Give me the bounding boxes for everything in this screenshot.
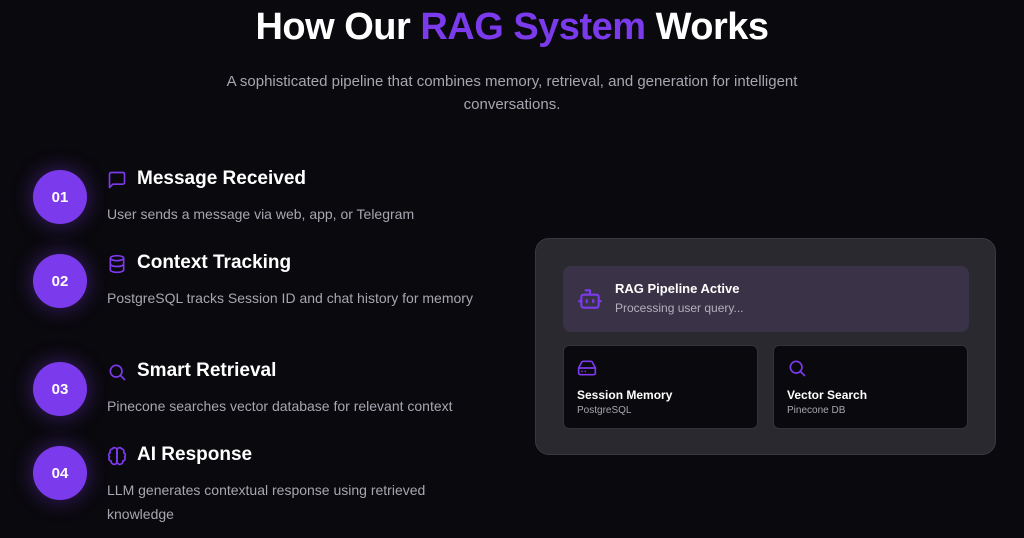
title-accent: RAG System [420,6,646,48]
step-title: Message Received [137,168,306,189]
message-icon [107,170,127,190]
bot-icon [577,286,603,312]
step-title: Context Tracking [137,252,292,273]
step-description: PostgreSQL tracks Session ID and chat hi… [107,290,473,306]
card-subtitle: Pinecone DB [787,405,846,416]
step-title: Smart Retrieval [137,360,277,381]
card-title: Vector Search [787,388,868,402]
step-description: LLM generates contextual response using … [107,482,426,522]
card-subtitle: PostgreSQL [577,405,632,416]
step-message-received: 01 Message Received User sends a message… [33,168,503,250]
step-number-badge: 03 [33,362,87,416]
title-before: How Our [255,6,421,48]
title-after: Works [645,6,769,48]
page-title: How Our RAG System Works [0,6,1024,49]
step-smart-retrieval: 03 Smart Retrieval Pinecone searches vec… [33,360,503,442]
step-number-badge: 04 [33,446,87,500]
search-icon [107,362,127,382]
search-icon [787,358,807,378]
hard-drive-icon [577,358,597,378]
session-memory-card: Session Memory PostgreSQL [563,345,758,429]
database-icon [107,254,127,274]
banner-subtitle: Processing user query... [615,301,744,315]
step-description: User sends a message via web, app, or Te… [107,206,415,222]
step-title: AI Response [137,444,253,465]
brain-icon [107,446,127,466]
step-ai-response: 04 AI Response LLM generates contextual … [33,444,503,526]
pipeline-panel: RAG Pipeline Active Processing user quer… [535,238,996,455]
step-context-tracking: 02 Context Tracking PostgreSQL tracks Se… [33,252,503,334]
step-description: Pinecone searches vector database for re… [107,398,453,414]
card-title: Session Memory [577,388,673,402]
step-number-badge: 02 [33,254,87,308]
vector-search-card: Vector Search Pinecone DB [773,345,968,429]
banner-title: RAG Pipeline Active [615,281,740,296]
step-number-badge: 01 [33,170,87,224]
page-subtitle: A sophisticated pipeline that combines m… [226,73,798,113]
pipeline-status-banner: RAG Pipeline Active Processing user quer… [563,266,969,332]
